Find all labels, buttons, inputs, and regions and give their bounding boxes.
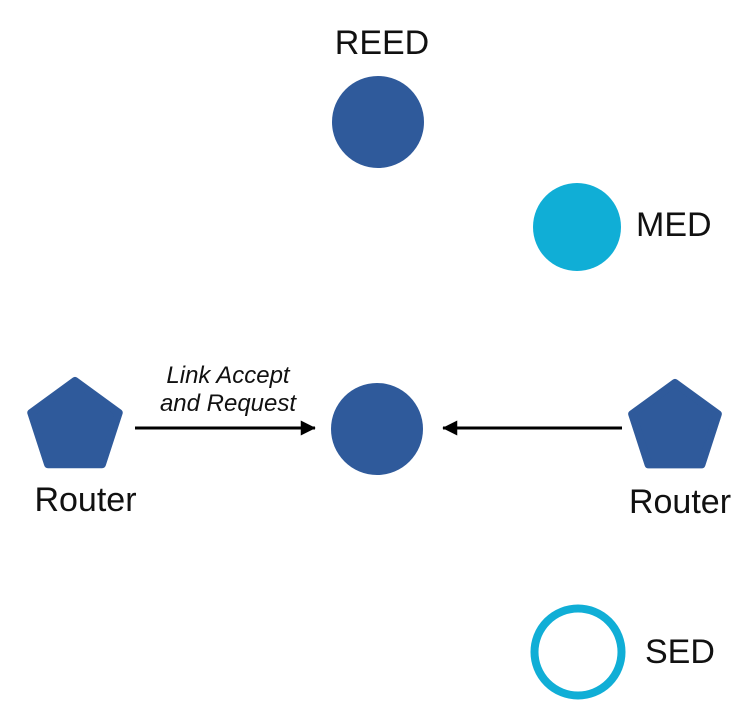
router-left-node [27,377,123,469]
center-node [331,383,423,475]
med-label: MED [636,206,712,244]
router-right-label: Router [628,483,732,521]
link-annotation: Link Accept and Request [148,362,308,418]
reed-node [332,76,424,168]
med-node [533,183,621,271]
reed-label: REED [334,24,430,62]
link-annotation-line1: Link Accept [166,362,290,389]
link-annotation-line2: and Request [159,390,297,417]
router-left-label: Router [34,481,137,519]
sed-node [530,604,626,700]
router-right-node [628,379,722,469]
sed-label: SED [645,633,715,671]
